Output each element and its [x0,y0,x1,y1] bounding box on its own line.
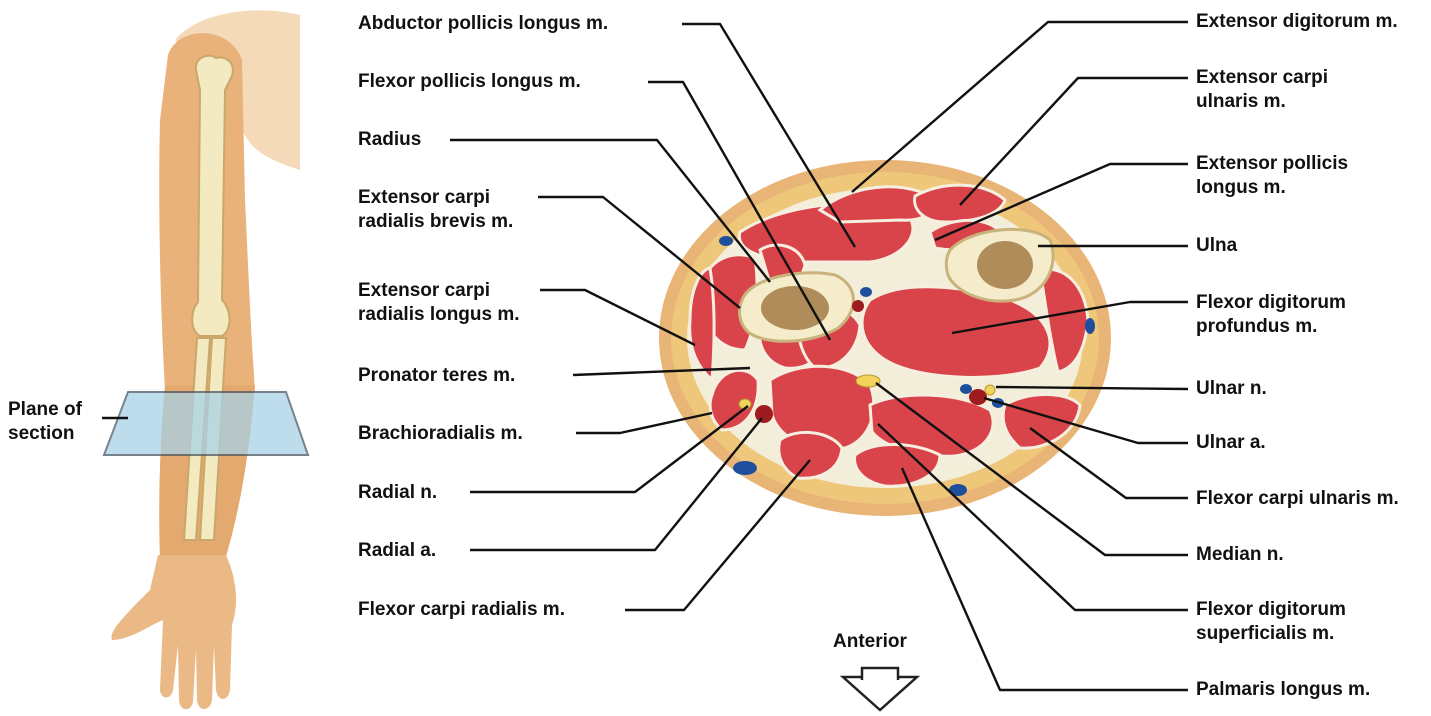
label-pronator-teres: Pronator teres m. [358,364,515,388]
label-plane-of-section: Plane of section [8,398,82,446]
label-line: Extensor carpi [358,279,520,303]
label-line: radialis brevis m. [358,210,513,234]
label-ulnar-a: Ulnar a. [1196,431,1266,455]
label-line: superficialis m. [1196,622,1346,646]
label-extensor-carpi-ulnaris: Extensor carpi ulnaris m. [1196,66,1328,114]
label-line: Flexor digitorum [1196,598,1346,622]
label-radial-a: Radial a. [358,539,436,563]
label-flexor-carpi-radialis: Flexor carpi radialis m. [358,598,565,622]
label-line: Extensor carpi [1196,66,1328,90]
label-palmaris-longus: Palmaris longus m. [1196,678,1370,702]
label-brachioradialis: Brachioradialis m. [358,422,523,446]
label-ext-carpi-radialis-brevis: Extensor carpi radialis brevis m. [358,186,513,234]
label-ext-carpi-radialis-longus: Extensor carpi radialis longus m. [358,279,520,327]
label-flexor-digitorum-profundus: Flexor digitorum profundus m. [1196,291,1346,339]
label-line: Extensor pollicis [1196,152,1348,176]
ulna-bone [946,229,1053,301]
anterior-arrow-icon [843,677,917,710]
label-extensor-pollicis-longus: Extensor pollicis longus m. [1196,152,1348,200]
label-anterior: Anterior [833,630,907,654]
label-line: Extensor carpi [358,186,513,210]
label-line: Flexor digitorum [1196,291,1346,315]
plane-of-section-marker [104,392,308,455]
arm-illustration [104,10,308,709]
label-extensor-digitorum: Extensor digitorum m. [1196,10,1398,34]
label-radius: Radius [358,128,421,152]
label-abductor-pollicis-longus: Abductor pollicis longus m. [358,12,608,36]
label-line: radialis longus m. [358,303,520,327]
label-line: Plane of [8,398,82,422]
label-line: profundus m. [1196,315,1346,339]
label-line: section [8,422,82,446]
label-flexor-digitorum-superficialis: Flexor digitorum superficialis m. [1196,598,1346,646]
label-radial-n: Radial n. [358,481,437,505]
label-median-n: Median n. [1196,543,1284,567]
label-ulna: Ulna [1196,234,1237,258]
label-flexor-pollicis-longus: Flexor pollicis longus m. [358,70,581,94]
label-flexor-carpi-ulnaris: Flexor carpi ulnaris m. [1196,487,1399,511]
label-line: ulnaris m. [1196,90,1328,114]
label-line: longus m. [1196,176,1348,200]
label-ulnar-n: Ulnar n. [1196,377,1267,401]
